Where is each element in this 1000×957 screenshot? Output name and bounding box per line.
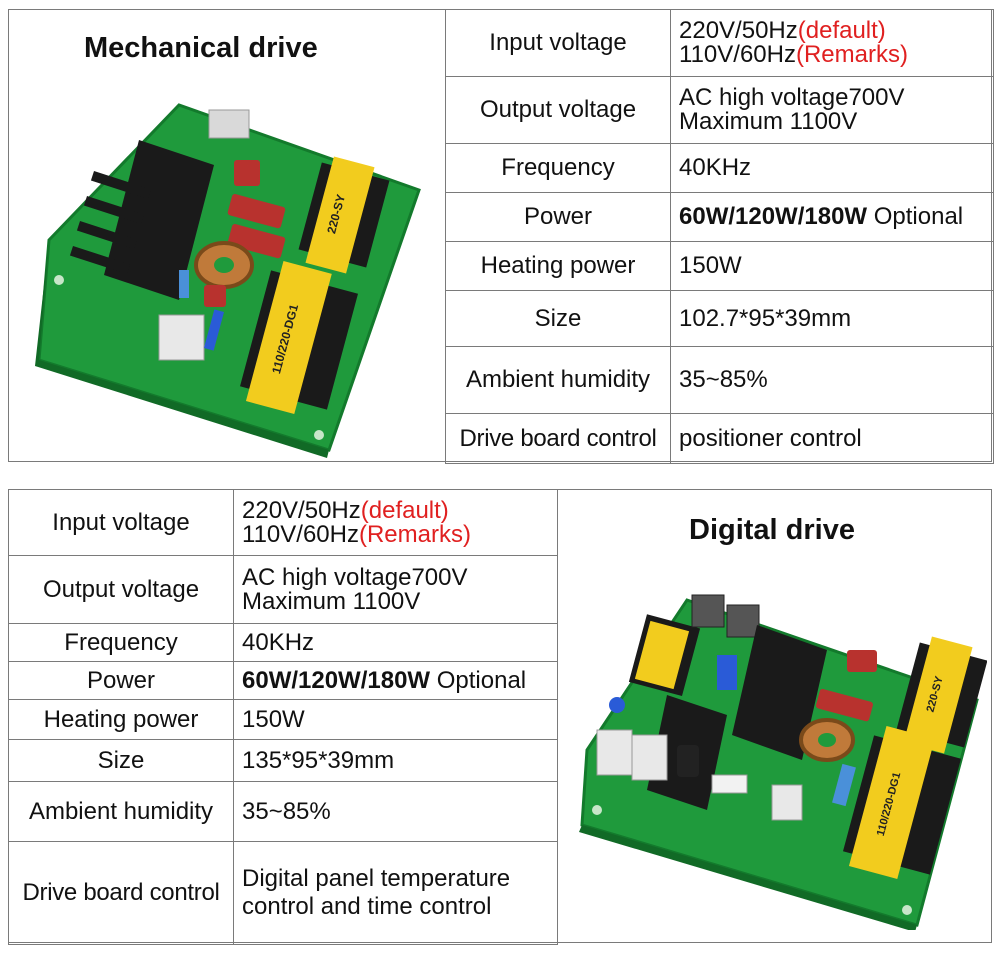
label-line: humidity	[123, 797, 214, 825]
spec-label: Drive board control	[445, 413, 671, 464]
spec-row-input-voltage: Input voltage 220V/50Hz(default) 110V/60…	[445, 9, 994, 77]
value-bold: 60W/120W/180W	[242, 666, 431, 694]
spec-label: Heating power	[8, 699, 234, 740]
spec-row-drive-board-control: Drive board control positioner control	[445, 413, 994, 464]
spec-row-power: Power 60W/120W/180W Optional	[445, 192, 994, 242]
spec-row-heating-power: Heating power 150W	[8, 699, 558, 740]
label-line: humidity	[560, 366, 651, 393]
spec-label: Size	[8, 739, 234, 782]
note-red: (Remarks)	[795, 41, 908, 68]
spec-row-input-voltage: Input voltage 220V/50Hz(default) 110V/60…	[8, 489, 558, 556]
value-line: AC high voltage700V	[242, 563, 468, 591]
spec-value: 102.7*95*39mm	[670, 290, 994, 347]
spec-row-frequency: Frequency 40KHz	[445, 143, 994, 193]
spec-value: 135*95*39mm	[233, 739, 558, 782]
spec-value: 40KHz	[233, 623, 558, 662]
spec-value: 220V/50Hz(default) 110V/60Hz(Remarks)	[670, 9, 994, 77]
digital-drive-title: Digital drive	[689, 514, 855, 546]
spec-value: 150W	[233, 699, 558, 740]
spec-row-ambient-humidity: Ambient humidity 35~85%	[445, 346, 994, 414]
spec-label: Output voltage	[445, 76, 671, 144]
spec-value: 35~85%	[670, 346, 994, 414]
spec-value: 40KHz	[670, 143, 994, 193]
spec-value: 35~85%	[233, 781, 558, 842]
spec-row-output-voltage: Output voltage AC high voltage700V Maxim…	[445, 76, 994, 144]
spec-label: Size	[445, 290, 671, 347]
spec-label: Drive board control	[8, 841, 234, 945]
spec-label: Input voltage	[445, 9, 671, 77]
spec-label: Frequency	[8, 623, 234, 662]
spec-value: AC high voltage700V Maximum 1100V	[233, 555, 558, 624]
note-red: (default)	[360, 496, 449, 524]
spec-row-power: Power 60W/120W/180W Optional	[8, 661, 558, 700]
value-line: AC high voltage700V	[679, 84, 905, 111]
spec-label: Power	[8, 661, 234, 700]
value-line: 220V/50Hz	[242, 496, 361, 524]
spec-label: Frequency	[445, 143, 671, 193]
spec-row-output-voltage: Output voltage AC high voltage700V Maxim…	[8, 555, 558, 624]
label-line: Ambient	[28, 797, 117, 825]
label-line: Ambient	[465, 366, 554, 393]
spec-value: 60W/120W/180W Optional	[670, 192, 994, 242]
spec-label: Ambient humidity	[8, 781, 234, 842]
value-line: Digital panel temperature	[242, 865, 511, 892]
spec-value: AC high voltage700V Maximum 1100V	[670, 76, 994, 144]
spec-row-ambient-humidity: Ambient humidity 35~85%	[8, 781, 558, 842]
spec-row-heating-power: Heating power 150W	[445, 241, 994, 291]
value-line: control and time control	[242, 893, 492, 920]
mechanical-drive-board-image: 220-SY 110/220-DG1	[35, 103, 421, 458]
note-red: (default)	[797, 17, 886, 44]
spec-row-drive-board-control: Drive board control Digital panel temper…	[8, 841, 558, 945]
value-line: 110V/60Hz	[679, 41, 796, 68]
value-rest: Optional	[867, 203, 964, 230]
mechanical-drive-panel: Mechanical drive 220-SY 110/220-DG1	[8, 9, 994, 464]
value-line: Maximum 1100V	[242, 587, 421, 615]
mechanical-drive-spec-table: Input voltage 220V/50Hz(default) 110V/60…	[445, 9, 994, 464]
value-rest: Optional	[430, 666, 527, 694]
value-bold: 60W/120W/180W	[679, 203, 868, 230]
mechanical-drive-title: Mechanical drive	[84, 32, 318, 64]
spec-value: positioner control	[670, 413, 994, 464]
spec-value: 150W	[670, 241, 994, 291]
spec-value: Digital panel temperature control and ti…	[233, 841, 558, 945]
digital-drive-spec-table: Input voltage 220V/50Hz(default) 110V/60…	[8, 489, 558, 945]
spec-label: Power	[445, 192, 671, 242]
digital-drive-panel: Input voltage 220V/50Hz(default) 110V/60…	[8, 489, 992, 945]
spec-row-size: Size 102.7*95*39mm	[445, 290, 994, 347]
spec-label: Input voltage	[8, 489, 234, 556]
spec-label: Heating power	[445, 241, 671, 291]
note-red: (Remarks)	[358, 520, 471, 548]
spec-row-size: Size 135*95*39mm	[8, 739, 558, 782]
spec-row-frequency: Frequency 40KHz	[8, 623, 558, 662]
spec-label: Output voltage	[8, 555, 234, 624]
spec-value: 60W/120W/180W Optional	[233, 661, 558, 700]
value-line: 110V/60Hz	[242, 520, 359, 548]
value-line: 220V/50Hz	[679, 17, 798, 44]
spec-value: 220V/50Hz(default) 110V/60Hz(Remarks)	[233, 489, 558, 556]
digital-drive-board-image: 220-SY 110/220-DG1	[579, 594, 987, 930]
spec-label: Ambient humidity	[445, 346, 671, 414]
value-line: Maximum 1100V	[679, 108, 858, 135]
